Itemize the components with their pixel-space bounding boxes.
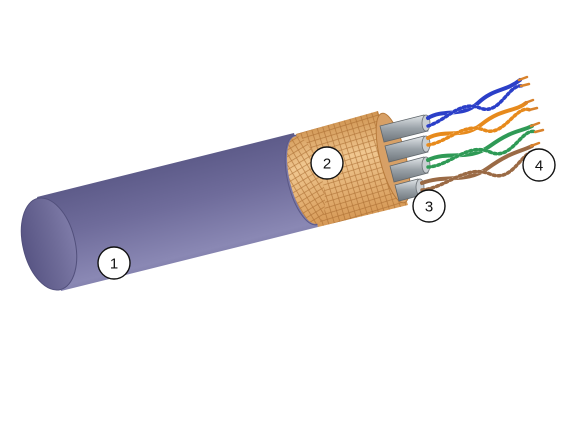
outer-jacket	[20, 133, 328, 291]
callout-2: 2	[310, 146, 344, 180]
twisted-pair-conductors	[420, 75, 545, 192]
callout-3-label: 3	[425, 199, 433, 216]
callout-4-label: 4	[535, 158, 543, 175]
foil-shielded-pairs	[379, 114, 431, 202]
callout-1: 1	[97, 246, 131, 280]
foil-pair-3	[389, 156, 431, 183]
orange-pair	[426, 98, 539, 147]
callout-1-label: 1	[110, 256, 118, 273]
green-pair	[426, 121, 545, 169]
callout-3: 3	[412, 189, 446, 223]
foil-pair-2	[384, 135, 431, 163]
brown-pair	[420, 141, 545, 192]
callout-2-label: 2	[323, 156, 331, 173]
callout-4: 4	[522, 148, 556, 182]
blue-pair	[426, 75, 531, 128]
